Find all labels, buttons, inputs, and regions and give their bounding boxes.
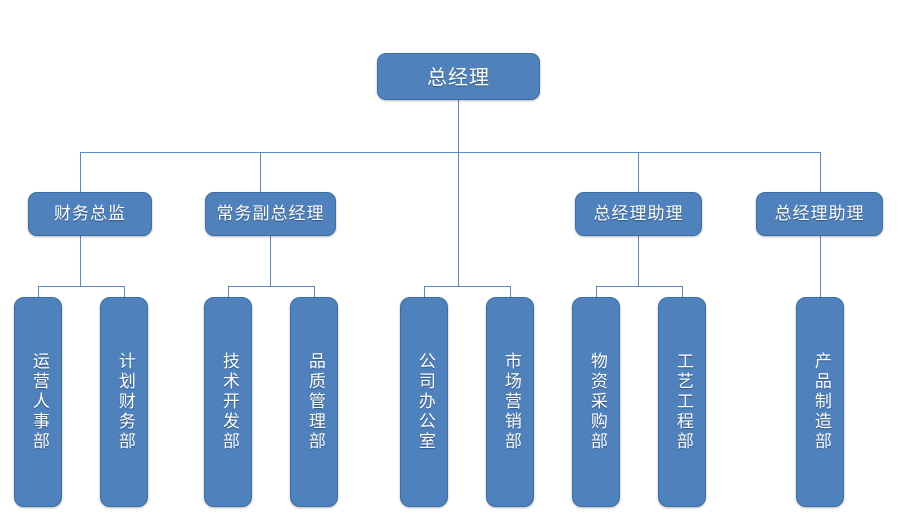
connector-cfo-child-2	[124, 286, 125, 298]
connector-deputy-child-1	[228, 286, 229, 298]
node-label: 物资采购部	[586, 352, 607, 452]
connector-cfo-stem	[80, 236, 81, 286]
node-label: 工艺工程部	[672, 352, 693, 452]
node-label: 总经理助理	[593, 203, 684, 224]
node-marketing-dept[interactable]: 市场营销部	[486, 297, 534, 507]
node-company-office[interactable]: 公司办公室	[400, 297, 448, 507]
connector-drop-assistant-2	[820, 152, 821, 192]
connector-assistant1-bus	[596, 286, 682, 287]
node-label: 总经理助理	[774, 203, 865, 224]
node-cfo[interactable]: 财务总监	[28, 192, 152, 236]
node-label: 技术开发部	[218, 352, 239, 452]
node-gm-assistant-1[interactable]: 总经理助理	[575, 192, 702, 236]
connector-deputy-stem	[270, 236, 271, 286]
connector-drop-deputy-gm	[260, 152, 261, 192]
node-label: 计划财务部	[114, 352, 135, 452]
node-process-engineering-dept[interactable]: 工艺工程部	[658, 297, 706, 507]
node-label: 市场营销部	[500, 352, 521, 452]
node-quality-management-dept[interactable]: 品质管理部	[290, 297, 338, 507]
node-executive-deputy-gm[interactable]: 常务副总经理	[205, 192, 336, 236]
node-planning-finance-dept[interactable]: 计划财务部	[100, 297, 148, 507]
connector-assistant1-child-1	[596, 286, 597, 298]
connector-assistant1-child-2	[682, 286, 683, 298]
connector-cfo-bus	[38, 286, 124, 287]
node-label: 常务副总经理	[216, 203, 325, 224]
connector-assistant2-stem	[820, 236, 821, 298]
node-materials-procurement-dept[interactable]: 物资采购部	[572, 297, 620, 507]
node-label: 产品制造部	[810, 352, 831, 452]
connector-main-bus	[80, 152, 821, 153]
connector-cfo-child-1	[38, 286, 39, 298]
connector-gm-direct-child-1	[424, 286, 425, 298]
node-general-manager[interactable]: 总经理	[377, 53, 540, 100]
node-gm-assistant-2[interactable]: 总经理助理	[756, 192, 883, 236]
connector-deputy-bus	[228, 286, 314, 287]
node-label: 财务总监	[54, 203, 126, 224]
connector-gm-direct-bus	[424, 286, 510, 287]
node-operations-hr-dept[interactable]: 运营人事部	[14, 297, 62, 507]
connector-gm-direct-child-2	[510, 286, 511, 298]
node-label: 公司办公室	[414, 352, 435, 452]
node-label: 运营人事部	[28, 352, 49, 452]
connector-assistant1-stem	[638, 236, 639, 286]
node-product-manufacturing-dept[interactable]: 产品制造部	[796, 297, 844, 507]
connector-deputy-child-2	[314, 286, 315, 298]
connector-gm-direct-stem	[458, 152, 459, 286]
connector-drop-assistant-1	[638, 152, 639, 192]
connector-drop-cfo	[80, 152, 81, 192]
node-technology-development-dept[interactable]: 技术开发部	[204, 297, 252, 507]
node-label: 总经理	[427, 64, 490, 89]
connector-gm-stem	[458, 100, 459, 153]
node-label: 品质管理部	[304, 352, 325, 452]
